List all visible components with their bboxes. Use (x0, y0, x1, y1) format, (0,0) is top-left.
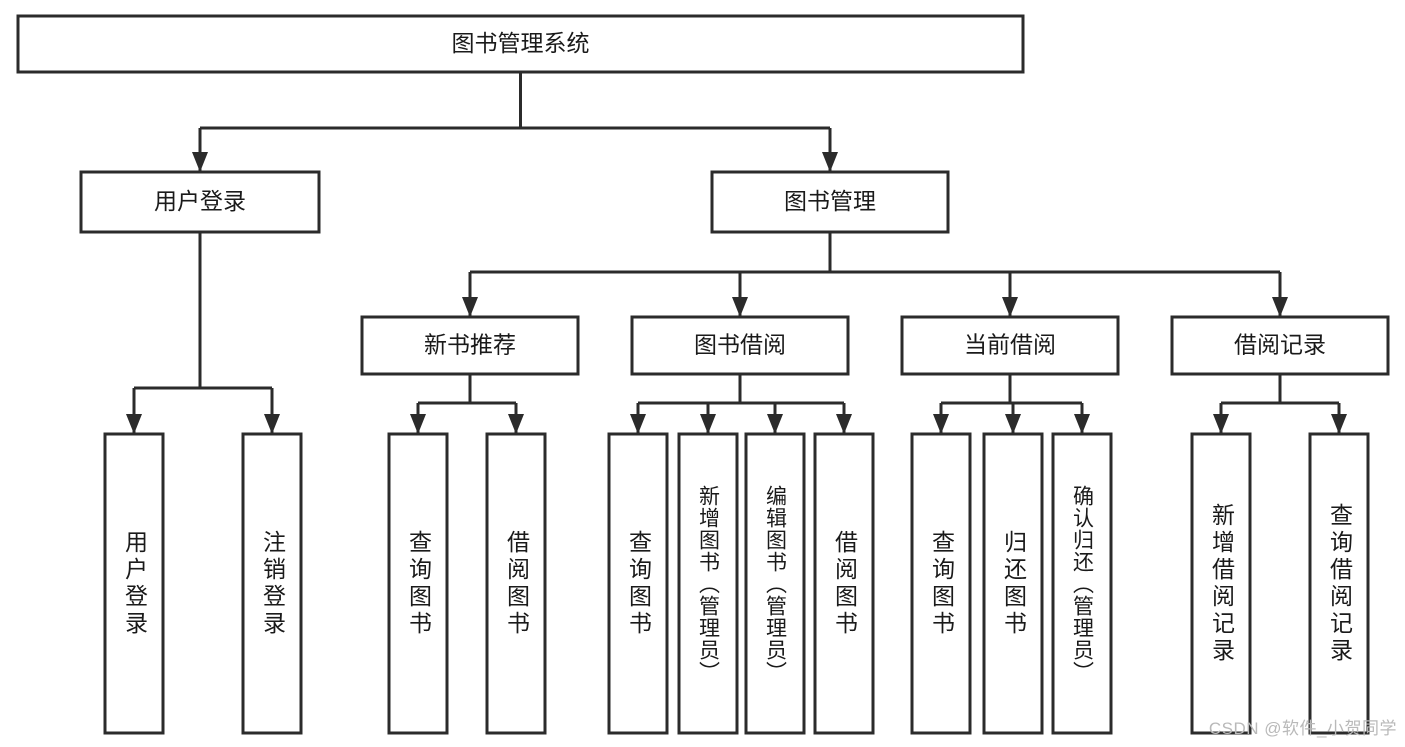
node-box-new-book-rec[interactable] (360, 315, 580, 376)
arrow-head-icon (836, 414, 852, 434)
node-box-leaf-borrow-book-2[interactable] (813, 432, 875, 735)
node-label-root: 图书管理系统 (452, 30, 590, 56)
node-label-borrow-record: 借阅记录 (1234, 332, 1326, 358)
arrow-head-icon (732, 297, 748, 317)
node-box-leaf-edit-book[interactable] (744, 432, 806, 735)
arrow-head-icon (767, 414, 783, 434)
node-label-current-borrow: 当前借阅 (964, 332, 1056, 358)
arrow-head-icon (462, 297, 478, 317)
node-label-book-manage: 图书管理 (784, 188, 876, 214)
node-label-new-book-rec: 新书推荐 (424, 332, 516, 358)
node-box-leaf-confirm-return[interactable] (1051, 432, 1113, 735)
arrow-head-icon (264, 414, 280, 434)
arrow-head-icon (822, 152, 838, 172)
arrow-head-icon (192, 152, 208, 172)
node-box-leaf-query-book-1[interactable] (387, 432, 449, 735)
arrow-head-icon (508, 414, 524, 434)
node-box-root[interactable] (16, 14, 1025, 74)
node-box-leaf-query-book-2[interactable] (607, 432, 669, 735)
node-box-borrow-record[interactable] (1170, 315, 1390, 376)
arrow-head-icon (700, 414, 716, 434)
arrow-head-icon (1272, 297, 1288, 317)
arrow-head-icon (126, 414, 142, 434)
node-box-leaf-query-record[interactable] (1308, 432, 1370, 735)
node-box-leaf-add-record[interactable] (1190, 432, 1252, 735)
arrow-head-icon (1005, 414, 1021, 434)
node-box-book-borrow[interactable] (630, 315, 850, 376)
node-box-leaf-return-book[interactable] (982, 432, 1044, 735)
node-label-book-borrow: 图书借阅 (694, 332, 786, 358)
arrow-head-icon (933, 414, 949, 434)
csdn-watermark: CSDN @软件_小贺同学 (1208, 719, 1397, 738)
node-box-user-login[interactable] (79, 170, 321, 234)
arrow-head-icon (1213, 414, 1229, 434)
node-box-leaf-query-book-3[interactable] (910, 432, 972, 735)
node-label-user-login: 用户登录 (154, 188, 246, 214)
arrow-head-icon (1331, 414, 1347, 434)
arrow-head-icon (410, 414, 426, 434)
node-box-leaf-user-logout[interactable] (241, 432, 303, 735)
arrow-head-icon (1002, 297, 1018, 317)
node-box-leaf-user-login[interactable] (103, 432, 165, 735)
arrow-head-icon (1074, 414, 1090, 434)
node-box-leaf-add-book[interactable] (677, 432, 739, 735)
connector-lines-layer (126, 72, 1347, 434)
node-box-current-borrow[interactable] (900, 315, 1120, 376)
node-box-book-manage[interactable] (710, 170, 950, 234)
node-boxes-layer (16, 14, 1390, 735)
node-box-leaf-borrow-book-1[interactable] (485, 432, 547, 735)
arrow-head-icon (630, 414, 646, 434)
